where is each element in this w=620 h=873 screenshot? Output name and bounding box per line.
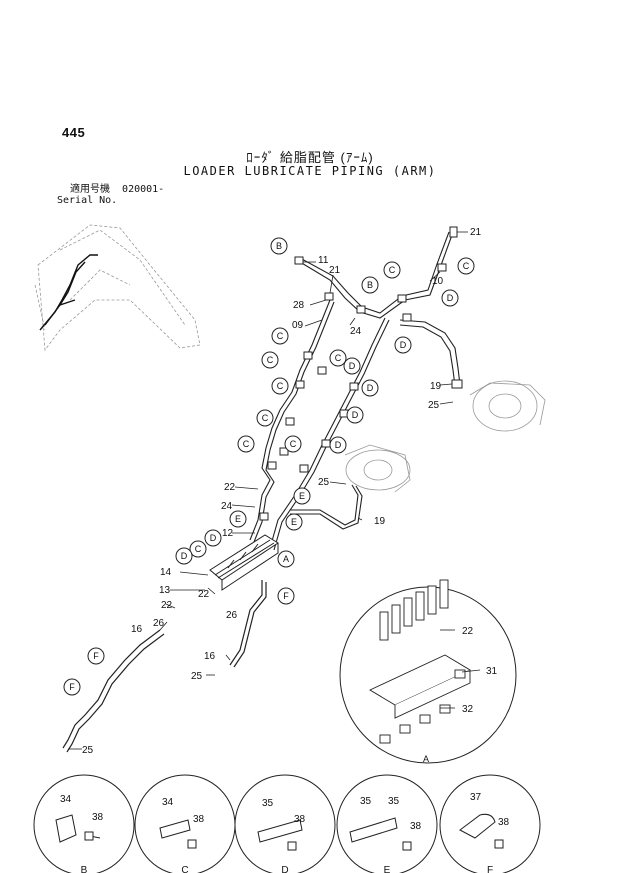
detail-f-caption: F <box>487 865 493 873</box>
hose-f-left <box>62 629 165 753</box>
callout-d-4: D <box>367 383 374 393</box>
serial-value: 020001- <box>122 184 165 195</box>
arm-piping-main <box>249 231 461 551</box>
detail-d-caption: D <box>281 865 288 873</box>
part-21b: 21 <box>329 265 341 276</box>
part-31: 31 <box>486 666 498 677</box>
callout-c-8: C <box>243 439 250 449</box>
callout-f-3: F <box>69 682 75 692</box>
part-25c: 25 <box>191 671 203 682</box>
applicability-line: 適用号機 020001- <box>57 184 164 195</box>
part-11: 11 <box>318 255 329 266</box>
part-34a: 34 <box>60 794 72 805</box>
arm-overview-sketch <box>34 224 201 352</box>
part-26a: 26 <box>153 618 165 629</box>
serial-block: 適用号機 020001- Serial No. <box>57 184 164 206</box>
callout-c-7: C <box>262 413 269 423</box>
callout-f-1: F <box>283 591 289 601</box>
part-21a: 21 <box>470 227 482 238</box>
part-22c: 22 <box>198 589 210 600</box>
callout-c-3: C <box>277 331 284 341</box>
detail-c-caption: C <box>181 865 188 873</box>
callout-e-1: E <box>299 491 305 501</box>
callout-c-5: C <box>335 353 342 363</box>
part-10: 10 <box>432 276 444 287</box>
part-19a: 19 <box>430 381 442 392</box>
part-38a: 38 <box>92 812 104 823</box>
part-38b: 38 <box>193 814 205 825</box>
callout-d-1: D <box>447 293 454 303</box>
part-22a: 22 <box>224 482 236 493</box>
callout-d-8: D <box>181 551 188 561</box>
serial-label: Serial No. <box>57 195 118 206</box>
part-22d: 22 <box>462 626 474 637</box>
callout-c-10: C <box>195 544 202 554</box>
part-34b: 34 <box>162 797 174 808</box>
part-26b: 26 <box>226 610 238 621</box>
background-components <box>344 380 546 493</box>
grease-fittings <box>259 226 463 521</box>
part-35a: 35 <box>262 798 274 809</box>
callout-d-2: D <box>400 340 407 350</box>
detail-e-caption: E <box>384 865 391 873</box>
detail-captions: B C D E F <box>81 865 493 873</box>
callout-c-2: C <box>463 261 470 271</box>
detail-b-caption: B <box>81 865 88 873</box>
part-25b: 25 <box>318 477 330 488</box>
callout-d-3: D <box>349 361 356 371</box>
callout-b-2: B <box>367 280 373 290</box>
part-09: 09 <box>292 320 304 331</box>
clamp-drawings <box>55 813 504 851</box>
part-38d: 38 <box>410 821 422 832</box>
applicability-label: 適用号機 <box>70 184 110 195</box>
callout-e-3: E <box>291 517 297 527</box>
callout-d-7: D <box>210 533 217 543</box>
part-38e: 38 <box>498 817 510 828</box>
callout-c-4: C <box>267 355 274 365</box>
part-19b: 19 <box>374 516 386 527</box>
callout-d-5: D <box>352 410 359 420</box>
page-number: 445 <box>62 125 86 140</box>
callout-d-6: D <box>335 440 342 450</box>
callout-circles <box>63 237 475 696</box>
part-16b: 16 <box>204 651 216 662</box>
leader-lines <box>68 231 481 750</box>
part-16a: 16 <box>131 624 143 635</box>
detail-a-caption: A <box>423 754 429 764</box>
callout-e-2: E <box>235 514 241 524</box>
part-24a: 24 <box>350 326 362 337</box>
part-25d: 25 <box>82 745 94 756</box>
title-english: LOADER LUBRICATE PIPING (ARM) <box>183 164 437 178</box>
part-35b: 35 <box>360 796 372 807</box>
part-28: 28 <box>293 300 305 311</box>
part-24b: 24 <box>221 501 233 512</box>
part-22b: 22 <box>161 600 173 611</box>
part-38c: 38 <box>294 814 306 825</box>
title-japanese: ﾛｰﾀﾞ 給脂配管 (ｱｰﾑ) <box>246 150 374 165</box>
callout-c-6: C <box>277 381 284 391</box>
part-32: 32 <box>462 704 474 715</box>
callout-letters: B B C C D D C C C C D D C D C C D E E E … <box>69 241 470 764</box>
part-25a: 25 <box>428 400 440 411</box>
callout-b-1: B <box>276 241 282 251</box>
arm-overview-piping <box>39 254 98 331</box>
part-37: 37 <box>470 792 482 803</box>
detail-a-view <box>339 579 517 764</box>
callout-c-9: C <box>290 439 297 449</box>
part-12: 12 <box>222 528 234 539</box>
part-14: 14 <box>160 567 172 578</box>
hose-f-right <box>229 580 267 668</box>
callout-f-2: F <box>93 651 99 661</box>
part-numbers: 21 11 21 28 09 24 10 19 25 25 22 24 19 1… <box>60 227 510 832</box>
part-13: 13 <box>159 585 171 596</box>
callout-a-1: A <box>283 554 289 564</box>
detail-circles <box>33 774 541 873</box>
callout-c-1: C <box>389 265 396 275</box>
hose-19 <box>290 484 363 530</box>
distribution-block <box>209 534 279 591</box>
part-35c: 35 <box>388 796 400 807</box>
